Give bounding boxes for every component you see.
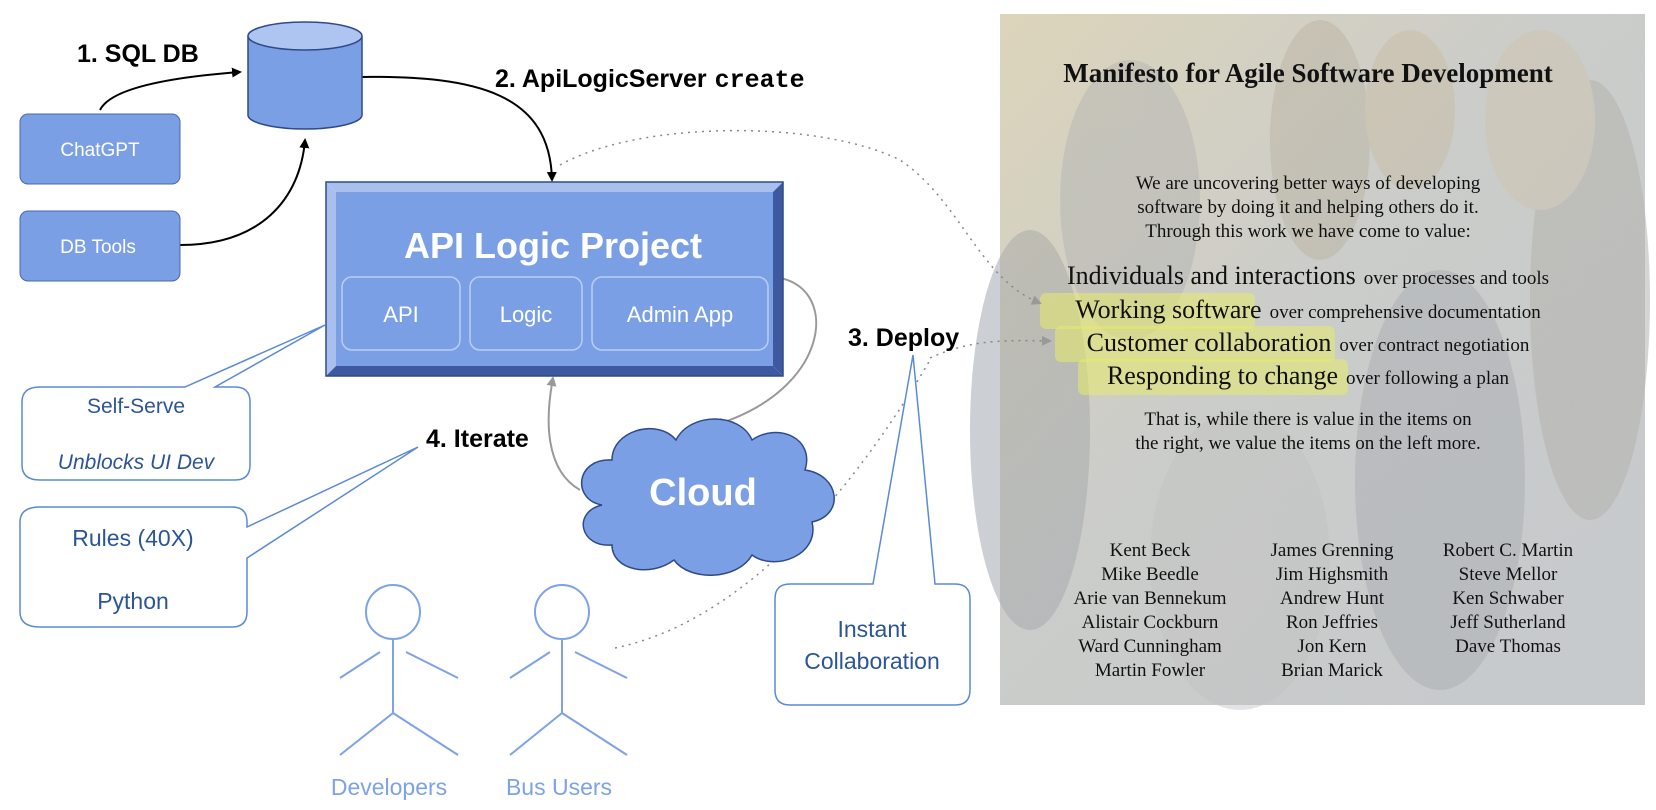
highlight-responding-to-change [1078,359,1348,395]
step1-label: 1. SQL DB [77,40,199,68]
signatory: Dave Thomas [1455,636,1561,657]
self-serve-sublabel: Unblocks UI Dev [58,451,216,474]
signatory: Jim Highsmith [1276,564,1389,585]
highlight-working-software [1040,293,1255,329]
signatory: Ron Jeffries [1286,612,1378,633]
signatory: Ward Cunningham [1078,636,1222,657]
callout-instant-collaboration: Instant Collaboration [774,354,971,706]
chatgpt-label: ChatGPT [60,140,140,161]
step2-label: 2. ApiLogicServer create [495,65,805,95]
module-admin-label: Admin App [627,302,733,327]
signatory: Mike Beedle [1101,564,1199,585]
arrow-dbtools-to-db [179,138,310,246]
signatory: James Grenning [1271,540,1394,561]
signatory: Ken Schwaber [1452,588,1564,609]
signatory: Alistair Cockburn [1082,612,1219,633]
actor-bus-users-label: Bus Users [506,774,612,800]
module-api-box [341,276,461,351]
signatory: Martin Fowler [1095,660,1206,681]
actor-developers-label: Developers [331,774,447,800]
python-label: Python [97,588,169,614]
instant-label: Instant [837,616,907,642]
module-admin-box [591,276,769,351]
signatory: Andrew Hunt [1280,588,1385,609]
manifesto-intro: We are uncovering better ways of develop… [1136,173,1481,242]
value-left: Responding to change [1107,361,1338,390]
intro-line: We are uncovering better ways of develop… [1136,173,1481,194]
project-title: API Logic Project [404,225,702,266]
module-api-label: API [383,302,418,327]
signatory: Robert C. Martin [1443,540,1574,561]
api-logic-project-box: API Logic Project API Logic Admin App [325,181,784,377]
signatories: Kent Beck Mike Beedle Arie van Bennekum … [1073,540,1573,681]
highlight-customer-collaboration [1055,326,1335,362]
value-right: over following a plan [1346,368,1510,389]
developer-head [365,584,421,640]
signatory: Jon Kern [1297,636,1367,657]
callout-rules: Rules (40X) Python [19,446,419,628]
value-row: Customer collaboration over contract nego… [1087,328,1530,357]
dotted-link-deploy-manifesto [929,335,1052,359]
intro-line: Through this work we have come to value: [1145,221,1471,242]
connectors [99,67,1052,649]
manifesto-outro: That is, while there is value in the ite… [1135,409,1481,454]
arrow-project-to-cloud [713,277,818,428]
manifesto-values: Individuals and interactions over process… [1067,261,1549,390]
actor-developers [339,584,459,756]
value-left: Individuals and interactions [1067,261,1356,290]
cloud-shape: Cloud [580,418,835,576]
actor-bus-users [509,584,628,756]
value-right: over comprehensive documentation [1270,302,1542,323]
bus-user-head [534,584,590,640]
module-logic-box [469,276,583,351]
step4-label: 4. Iterate [426,425,529,453]
value-row: Working software over comprehensive docum… [1075,295,1541,324]
signatory: Jeff Sutherland [1450,612,1566,633]
signatory: Brian Marick [1281,660,1383,681]
signatory: Arie van Bennekum [1073,588,1226,609]
module-logic-label: Logic [500,302,553,327]
cloud-label: Cloud [649,472,757,514]
step3-label: 3. Deploy [848,324,959,352]
rules-label: Rules (40X) [72,525,193,551]
value-right: over contract negotiation [1339,335,1529,356]
value-row: Responding to change over following a pla… [1107,361,1510,390]
manifesto-title: Manifesto for Agile Software Development [1063,58,1552,88]
value-left: Customer collaboration [1087,328,1332,357]
value-row: Individuals and interactions over process… [1067,261,1549,290]
step2-code: create [715,66,805,95]
manifesto-panel: Manifesto for Agile Software Development… [970,14,1650,710]
dbtools-box: DB Tools [19,210,181,282]
outro-line: the right, we value the items on the lef… [1135,433,1481,454]
self-serve-label: Self-Serve [87,395,185,418]
dotted-link-users-deploy [614,359,931,649]
step2-label-text: 2. ApiLogicServer [495,65,707,93]
arrow-chatgpt-to-db [99,67,242,111]
outro-line: That is, while there is value in the ite… [1144,409,1472,430]
signatory: Kent Beck [1110,540,1191,561]
arrow-db-to-project [357,75,557,182]
database-icon [247,21,363,130]
arrow-cloud-to-project [546,376,581,491]
value-right: over processes and tools [1364,268,1549,289]
callout-self-serve: Self-Serve Unblocks UI Dev [21,324,326,481]
chatgpt-box: ChatGPT [19,113,181,185]
collaboration-label: Collaboration [804,648,940,674]
intro-line: software by doing it and helping others … [1137,197,1478,218]
dbtools-label: DB Tools [60,237,136,258]
signatory: Steve Mellor [1459,564,1558,585]
value-left: Working software [1075,295,1261,324]
